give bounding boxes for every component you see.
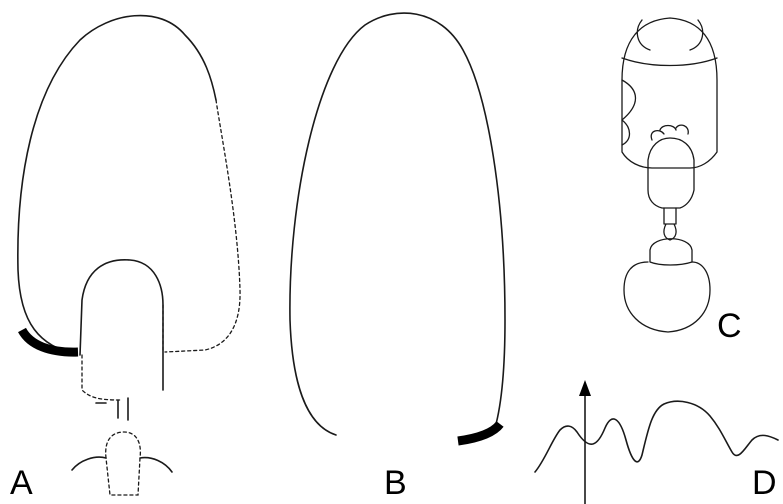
panel-a-thickened-wall (22, 330, 78, 352)
panel-d-label: D (752, 464, 777, 502)
panel-a-outline-dashed (165, 100, 240, 352)
panel-c-top-segment (622, 18, 717, 168)
panel-b (290, 13, 505, 441)
panel-c-top-band (622, 58, 717, 66)
panel-b-thickened-wall (458, 424, 500, 441)
panel-c-neck (664, 208, 676, 240)
panel-a-foot-body (106, 432, 141, 495)
panel-d-arrow-head (579, 380, 591, 396)
panel-d-trace (535, 401, 778, 472)
panel-c-lower-segment (624, 262, 710, 332)
panel-c (622, 18, 717, 332)
panel-d (535, 380, 778, 504)
panel-a-outline-solid (18, 16, 216, 355)
panel-b-label: B (384, 464, 407, 502)
panel-a-label: A (10, 464, 33, 502)
panel-a-base-dashed (82, 355, 120, 400)
panel-c-mid-segment (648, 138, 694, 208)
panel-a (18, 16, 240, 495)
panel-a-inner-solid (80, 260, 163, 390)
panel-a-stalk (96, 398, 128, 420)
panel-b-outline (290, 13, 505, 435)
panel-c-label: C (717, 307, 742, 345)
panel-c-lower-head (650, 239, 692, 265)
panel-a-foot (72, 457, 172, 472)
